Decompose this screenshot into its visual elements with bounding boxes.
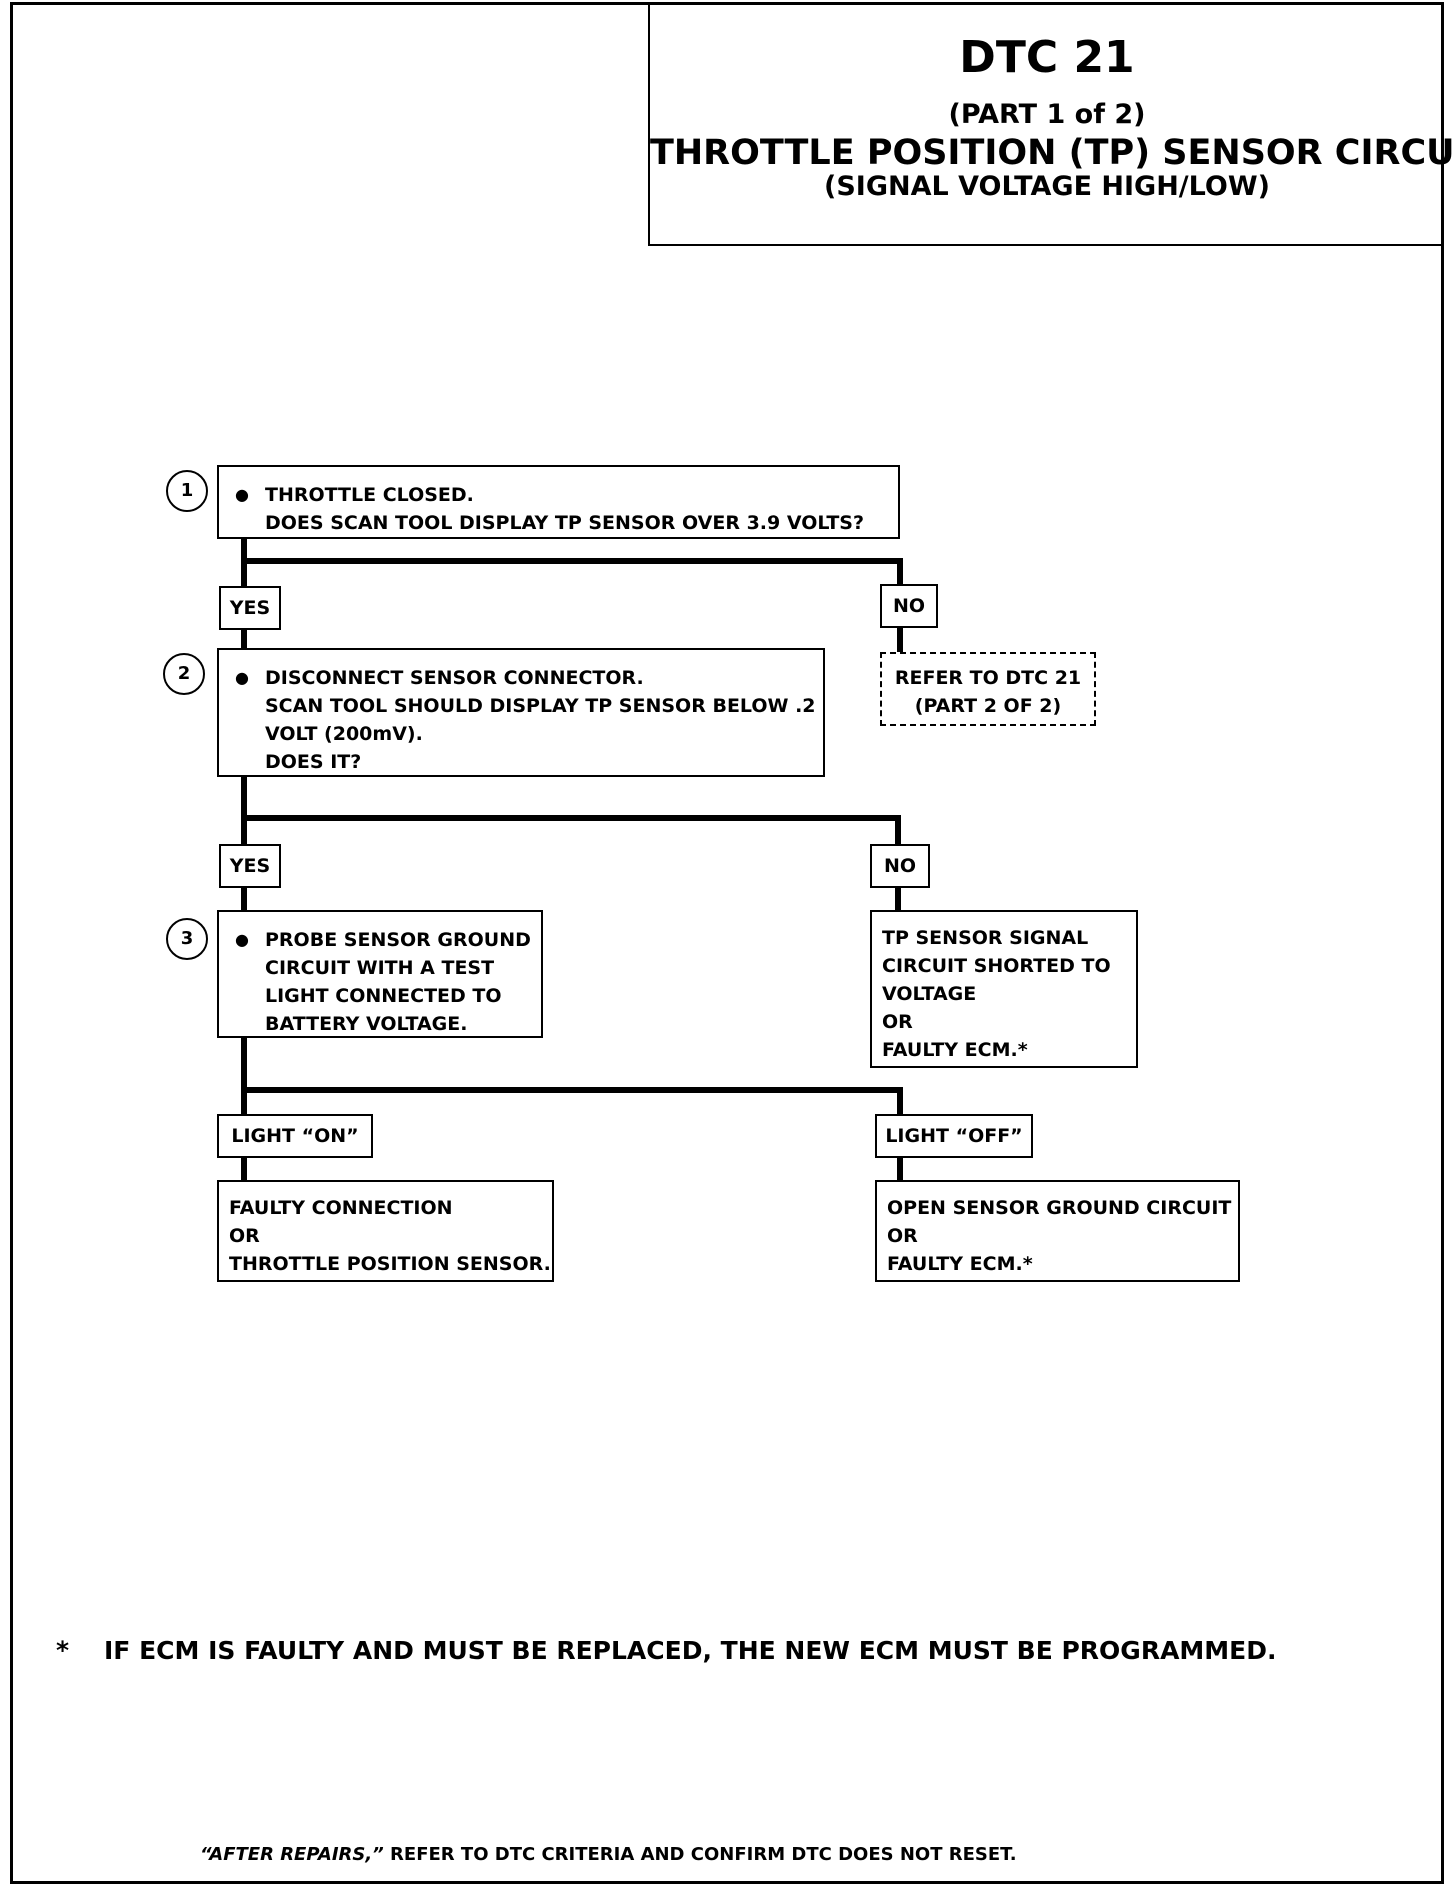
step-number-2: 2	[163, 653, 205, 695]
footnote-mark: *	[56, 1636, 70, 1665]
after-repairs-note: “AFTER REPAIRS,” REFER TO DTC CRITERIA A…	[200, 1844, 1017, 1865]
branch-light-off: LIGHT “OFF”	[875, 1114, 1033, 1158]
dtc-part: (PART 1 of 2)	[948, 99, 1146, 130]
dtc-title: THROTTLE POSITION (TP) SENSOR CIRCUIT	[650, 133, 1456, 173]
step-1-box: ● THROTTLE CLOSED. DOES SCAN TOOL DISPLA…	[217, 465, 900, 539]
page-border	[10, 2, 1444, 1884]
bullet-icon: ●	[235, 930, 249, 949]
dtc-code: DTC 21	[959, 32, 1135, 83]
step-1-text: THROTTLE CLOSED. DOES SCAN TOOL DISPLAY …	[265, 484, 864, 534]
bullet-icon: ●	[235, 668, 249, 687]
footnote-text: IF ECM IS FAULTY AND MUST BE REPLACED, T…	[104, 1636, 1277, 1665]
dtc-subtitle: (SIGNAL VOLTAGE HIGH/LOW)	[823, 171, 1270, 202]
faulty-connection-box: FAULTY CONNECTION OR THROTTLE POSITION S…	[217, 1180, 554, 1282]
branch-no-1: NO	[880, 584, 938, 628]
branch-no-2: NO	[870, 844, 930, 888]
open-ground-box: OPEN SENSOR GROUND CIRCUIT OR FAULTY ECM…	[875, 1180, 1240, 1282]
title-block: DTC 21 (PART 1 of 2) THROTTLE POSITION (…	[648, 4, 1456, 246]
branch-yes-2: YES	[219, 844, 281, 888]
after-repairs-text: REFER TO DTC CRITERIA AND CONFIRM DTC DO…	[383, 1844, 1017, 1865]
step-3-text: PROBE SENSOR GROUND CIRCUIT WITH A TEST …	[265, 929, 531, 1035]
step-2-text: DISCONNECT SENSOR CONNECTOR. SCAN TOOL S…	[265, 667, 816, 773]
step-number-1: 1	[166, 470, 208, 512]
step-3-box: ● PROBE SENSOR GROUND CIRCUIT WITH A TES…	[217, 910, 543, 1038]
after-repairs-emphasis: “AFTER REPAIRS,”	[200, 1844, 384, 1865]
branch-light-on: LIGHT “ON”	[217, 1114, 373, 1158]
step-number-3: 3	[166, 918, 208, 960]
step-2-box: ● DISCONNECT SENSOR CONNECTOR. SCAN TOOL…	[217, 648, 825, 777]
tp-shorted-box: TP SENSOR SIGNAL CIRCUIT SHORTED TO VOLT…	[870, 910, 1138, 1068]
branch-yes-1: YES	[219, 586, 281, 630]
bullet-icon: ●	[235, 485, 249, 504]
refer-part-2-box: REFER TO DTC 21 (PART 2 OF 2)	[880, 652, 1096, 726]
